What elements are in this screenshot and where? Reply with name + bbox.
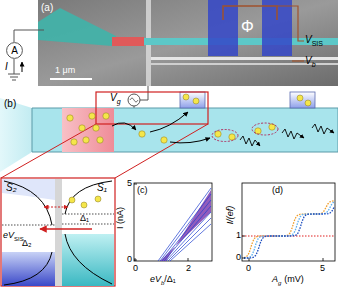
step-curve — [244, 202, 334, 258]
axis-title: I (nA) — [116, 207, 125, 229]
band-label: S₁ — [97, 183, 107, 193]
scale-label: 1 μm — [55, 66, 75, 75]
axis-tick: 2 — [186, 264, 191, 273]
axis-tick: 0 — [133, 264, 138, 273]
subscript: b — [312, 61, 316, 68]
gap-label: Δ₁ — [80, 214, 89, 223]
axis-title: /Δ₁ — [164, 275, 176, 284]
step-curve — [244, 201, 334, 258]
band-label: S₂ — [6, 183, 16, 193]
voltage-label: V — [305, 56, 312, 66]
step-curve — [244, 207, 334, 258]
axis-title: A — [272, 275, 278, 284]
current-label: I — [5, 62, 8, 72]
panel-label: (b) — [4, 99, 16, 109]
axis-title: (mV) — [284, 275, 304, 284]
voltage-label: V — [305, 35, 312, 45]
axis-tick: 0 — [236, 253, 241, 262]
axis-title: eV — [150, 275, 161, 284]
panel-label: (a) — [41, 3, 53, 13]
meter-letter: A — [6, 42, 23, 56]
gap-label: Δ₂ — [22, 239, 32, 248]
axis-tick: 0 — [246, 264, 251, 273]
subscript: b — [161, 280, 164, 286]
subscript: SIS — [312, 40, 323, 47]
axis-tick: 1 — [236, 231, 241, 240]
voltage-label: V — [110, 93, 117, 103]
axis-title: I/(ef) — [226, 206, 235, 225]
panel-label: (c) — [137, 186, 148, 195]
axis-tick: 5 — [320, 264, 325, 273]
panel-label: (d) — [272, 186, 283, 195]
energy-label: eV — [3, 231, 14, 240]
axis-tick: 5 — [127, 179, 132, 188]
ammeter-circle: A — [6, 42, 23, 59]
flux-symbol: Φ — [241, 19, 254, 35]
subscript: g — [278, 280, 281, 286]
axis-tick: 0 — [127, 255, 132, 264]
subscript: g — [117, 98, 121, 105]
